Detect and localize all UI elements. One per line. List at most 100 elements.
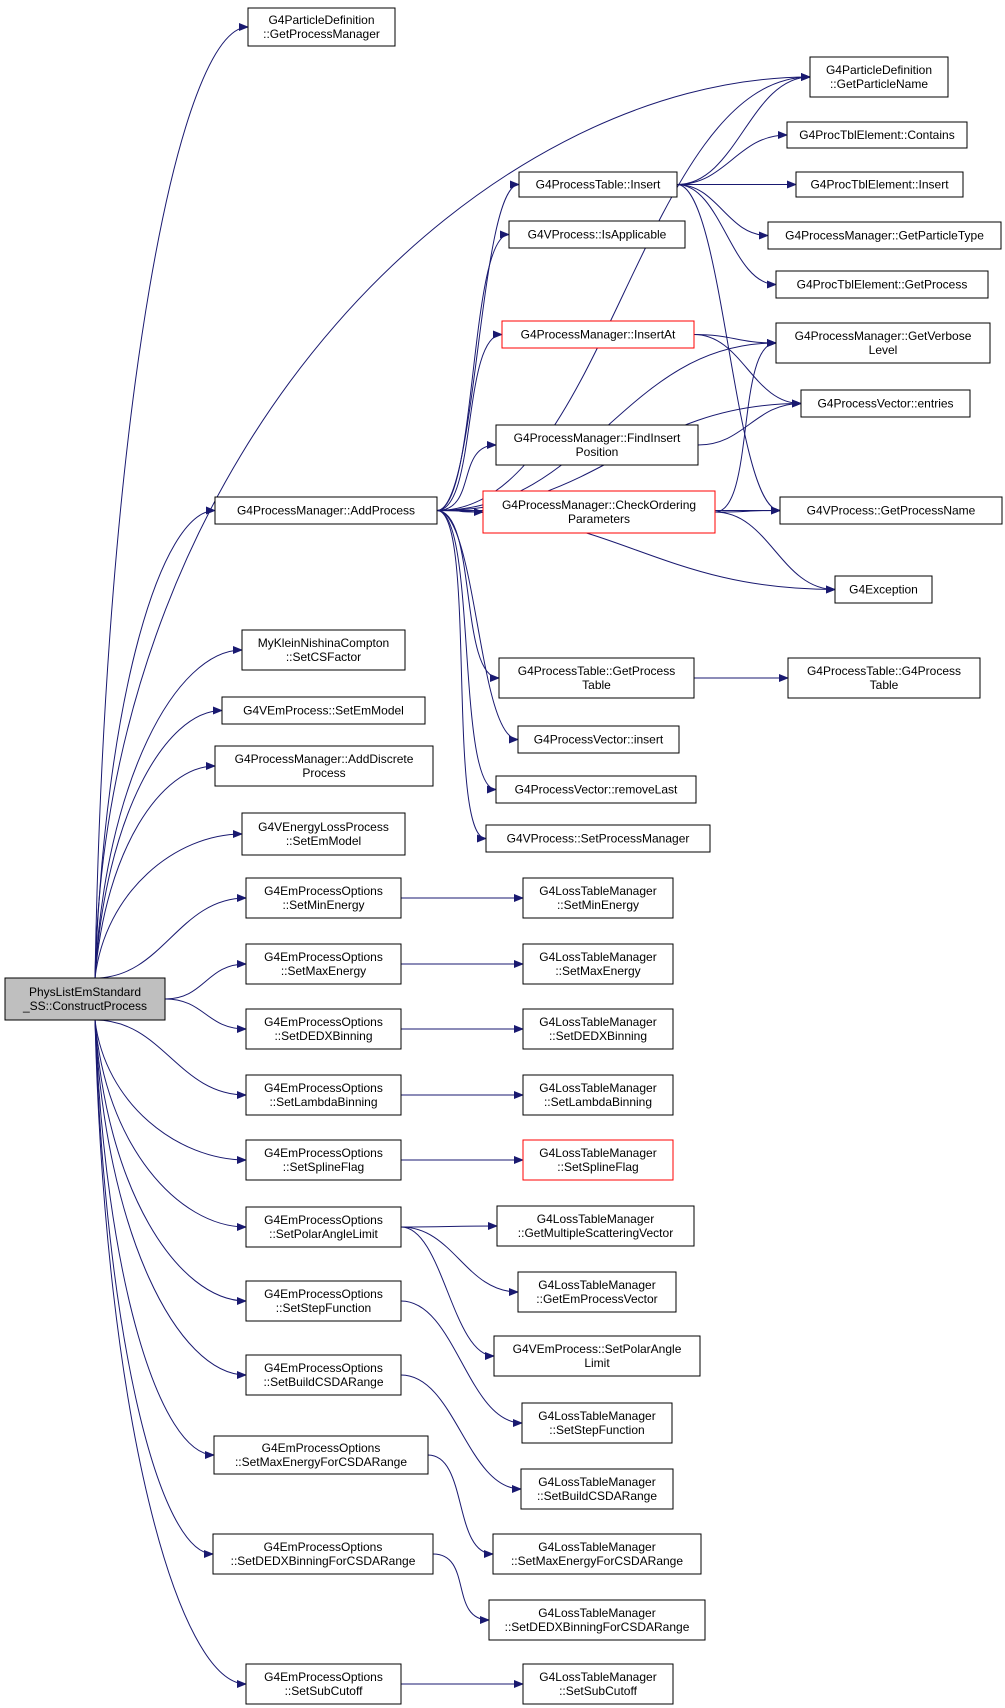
node-label-line: G4ProcessTable::Insert xyxy=(536,178,661,192)
node-box xyxy=(498,657,695,699)
node-mkn[interactable]: MyKleinNishinaCompton::SetCSFactor xyxy=(241,629,406,671)
node-label-line: G4ProcessManager::AddProcess xyxy=(237,504,415,518)
node-vel_setem[interactable]: G4VEnergyLossProcess::SetEmModel xyxy=(241,812,406,856)
node-pd_gpm[interactable]: G4ParticleDefinition::GetProcessManager xyxy=(247,7,396,47)
node-ltm_dedxcsda[interactable]: G4LossTableManager::SetDEDXBinningForCSD… xyxy=(488,1599,706,1641)
node-epo_dedxcsda[interactable]: G4EmProcessOptions::SetDEDXBinningForCSD… xyxy=(212,1533,434,1575)
node-box xyxy=(787,657,981,699)
edge-arrow xyxy=(400,1300,523,1427)
node-ltm_spline[interactable]: G4LossTableManager::SetSplineFlag xyxy=(522,1139,674,1181)
node-pm_insertat[interactable]: G4ProcessManager::InsertAt xyxy=(501,320,695,349)
edge-root-to-pd_gpm xyxy=(94,23,249,979)
node-epo_maxcsda[interactable]: G4EmProcessOptions::SetMaxEnergyForCSDAR… xyxy=(213,1435,429,1475)
node-pv_insert[interactable]: G4ProcessVector::insert xyxy=(517,725,680,754)
node-box xyxy=(245,1008,402,1050)
node-pv_rmlast[interactable]: G4ProcessVector::removeLast xyxy=(495,775,697,804)
node-ltm_step[interactable]: G4LossTableManager::SetStepFunction xyxy=(521,1402,673,1444)
node-label-line: ::SetSplineFlag xyxy=(557,1160,638,1174)
node-pt_insert[interactable]: G4ProcessTable::Insert xyxy=(518,171,678,198)
edge-pm_addproc-to-pv_insert xyxy=(436,510,519,744)
edge-arrow xyxy=(94,23,249,979)
node-box xyxy=(834,575,933,604)
node-ltm_maxcsda[interactable]: G4LossTableManager::SetMaxEnergyForCSDAR… xyxy=(492,1533,702,1575)
node-epo_maxE[interactable]: G4EmProcessOptions::SetMaxEnergy xyxy=(245,943,402,985)
node-box xyxy=(501,320,695,349)
node-pd_gpn[interactable]: G4ParticleDefinition::GetParticleName xyxy=(809,56,949,98)
node-vem_polar[interactable]: G4VEmProcess::SetPolarAngleLimit xyxy=(493,1335,701,1377)
node-ltm_gmsv[interactable]: G4LossTableManager::GetMultipleScatterin… xyxy=(496,1205,695,1247)
node-pte_gp[interactable]: G4ProcTblElement::GetProcess xyxy=(775,270,989,299)
edge-pm_insertat-to-pv_entries xyxy=(693,334,802,408)
node-label-line: G4VProcess::IsApplicable xyxy=(528,228,667,242)
node-label-line: ::SetStepFunction xyxy=(276,1301,371,1315)
node-vp_isapp[interactable]: G4VProcess::IsApplicable xyxy=(508,220,686,249)
node-label-line: ::SetLambdaBinning xyxy=(544,1095,652,1109)
node-root[interactable]: PhysListEmStandard_SS::ConstructProcess xyxy=(4,977,166,1021)
node-label-line: G4ProcTblElement::GetProcess xyxy=(797,278,968,292)
edge-pm_cop-to-pm_gvl xyxy=(714,339,777,513)
node-label-line: G4ProcessTable::G4Process xyxy=(807,664,961,678)
node-ltm_lambda[interactable]: G4LossTableManager::SetLambdaBinning xyxy=(522,1074,674,1116)
node-box xyxy=(496,1205,695,1247)
node-label-line: G4VProcess::SetProcessManager xyxy=(507,832,690,846)
node-ltm_csda[interactable]: G4LossTableManager::SetBuildCSDARange xyxy=(520,1468,674,1510)
edge-arrow xyxy=(436,510,497,794)
node-epo_dedx[interactable]: G4EmProcessOptions::SetDEDXBinning xyxy=(245,1008,402,1050)
node-pte_insert[interactable]: G4ProcTblElement::Insert xyxy=(795,171,964,198)
node-pv_entries[interactable]: G4ProcessVector::entries xyxy=(800,389,971,418)
node-ltm_maxE[interactable]: G4LossTableManager::SetMaxEnergy xyxy=(522,943,674,985)
node-box xyxy=(245,1139,402,1181)
edge-arrow xyxy=(676,73,811,185)
node-epo_minE[interactable]: G4EmProcessOptions::SetMinEnergy xyxy=(245,877,402,919)
node-ltm_gepv[interactable]: G4LossTableManager::GetEmProcessVector xyxy=(517,1271,677,1313)
edge-arrow xyxy=(94,706,223,979)
node-pm_addproc[interactable]: G4ProcessManager::AddProcess xyxy=(214,496,438,525)
node-label-line: ::SetSubCutoff xyxy=(285,1684,363,1698)
node-label-line: G4EmProcessOptions xyxy=(264,1540,383,1554)
node-label-line: ::SetMinEnergy xyxy=(557,898,639,912)
node-epo_step[interactable]: G4EmProcessOptions::SetStepFunction xyxy=(245,1280,402,1322)
node-label-line: G4EmProcessOptions xyxy=(264,1213,383,1227)
edge-root-to-vem_setem xyxy=(94,706,223,979)
node-label-line: G4EmProcessOptions xyxy=(264,1670,383,1684)
node-pm_cop[interactable]: G4ProcessManager::CheckOrderingParameter… xyxy=(482,490,716,534)
node-pte_contains[interactable]: G4ProcTblElement::Contains xyxy=(786,121,968,149)
node-label-line: G4ProcessVector::insert xyxy=(534,733,664,747)
node-ltm_subcut[interactable]: G4LossTableManager::SetSubCutoff xyxy=(522,1663,674,1705)
node-epo_polar[interactable]: G4EmProcessOptions::SetPolarAngleLimit xyxy=(245,1206,402,1248)
edge-pt_insert-to-vp_gpname xyxy=(676,184,781,515)
node-pt_ctor[interactable]: G4ProcessTable::G4ProcessTable xyxy=(787,657,981,699)
node-epo_lambda[interactable]: G4EmProcessOptions::SetLambdaBinning xyxy=(245,1074,402,1116)
node-epo_subcut[interactable]: G4EmProcessOptions::SetSubCutoff xyxy=(245,1663,402,1705)
node-label-line: G4LossTableManager xyxy=(539,1015,656,1029)
edge-pm_cop-to-vp_gpname xyxy=(714,506,781,515)
node-label-line: G4EmProcessOptions xyxy=(264,1081,383,1095)
node-pm_gpt[interactable]: G4ProcessManager::GetParticleType xyxy=(767,221,1002,250)
node-vp_gpname[interactable]: G4VProcess::GetProcessName xyxy=(779,496,1003,525)
node-vem_setem[interactable]: G4VEmProcess::SetEmModel xyxy=(221,696,426,725)
node-epo_csda[interactable]: G4EmProcessOptions::SetBuildCSDARange xyxy=(245,1354,402,1396)
node-ltm_dedx[interactable]: G4LossTableManager::SetDEDXBinning xyxy=(522,1008,674,1050)
node-vp_setpm[interactable]: G4VProcess::SetProcessManager xyxy=(485,824,711,853)
node-label-line: MyKleinNishinaCompton xyxy=(258,636,389,650)
node-box xyxy=(4,977,166,1021)
node-box xyxy=(767,221,1002,250)
node-label-line: G4ProcessManager::GetParticleType xyxy=(785,229,984,243)
edge-arrow xyxy=(94,1019,247,1688)
node-epo_spline[interactable]: G4EmProcessOptions::SetSplineFlag xyxy=(245,1139,402,1181)
edge-arrow xyxy=(436,230,510,511)
node-box xyxy=(775,322,991,364)
node-ltm_minE[interactable]: G4LossTableManager::SetMinEnergy xyxy=(522,877,674,919)
node-label-line: ::SetBuildCSDARange xyxy=(263,1375,383,1389)
node-label-line: ::SetBuildCSDARange xyxy=(537,1489,657,1503)
edge-arrow xyxy=(94,830,243,979)
node-box xyxy=(492,1533,702,1575)
node-g4exc[interactable]: G4Exception xyxy=(834,575,933,604)
edge-pt_insert-to-pd_gpn xyxy=(676,73,811,185)
node-box xyxy=(508,220,686,249)
